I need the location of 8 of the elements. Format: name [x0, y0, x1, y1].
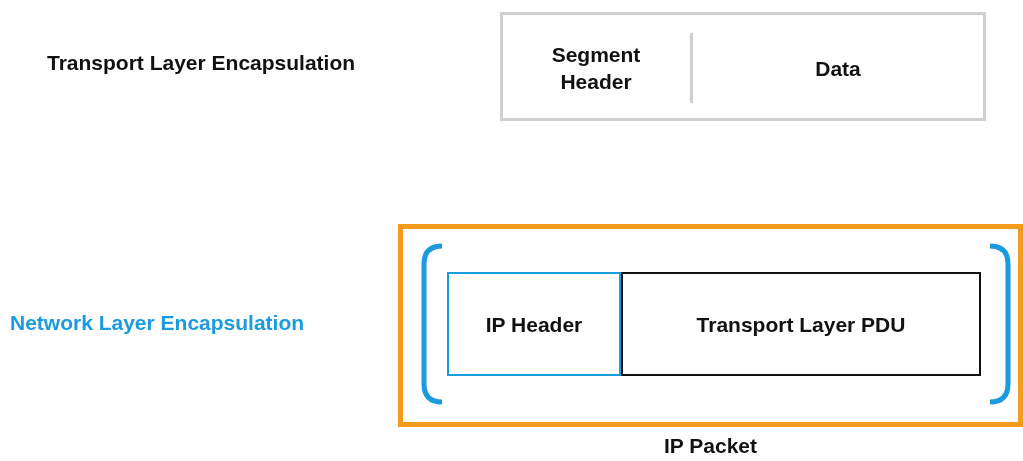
segment-header-field: Segment Header: [506, 18, 686, 118]
data-field: Data: [693, 18, 983, 118]
ip-header-field: IP Header: [447, 272, 621, 376]
pdu-field: Transport Layer PDU: [621, 272, 981, 376]
segment-box: [500, 12, 986, 121]
layer-title: Network Layer Encapsulation: [10, 310, 305, 336]
layer-title: Transport Layer Encapsulation: [47, 50, 356, 76]
packet-caption: IP Packet: [663, 433, 758, 459]
